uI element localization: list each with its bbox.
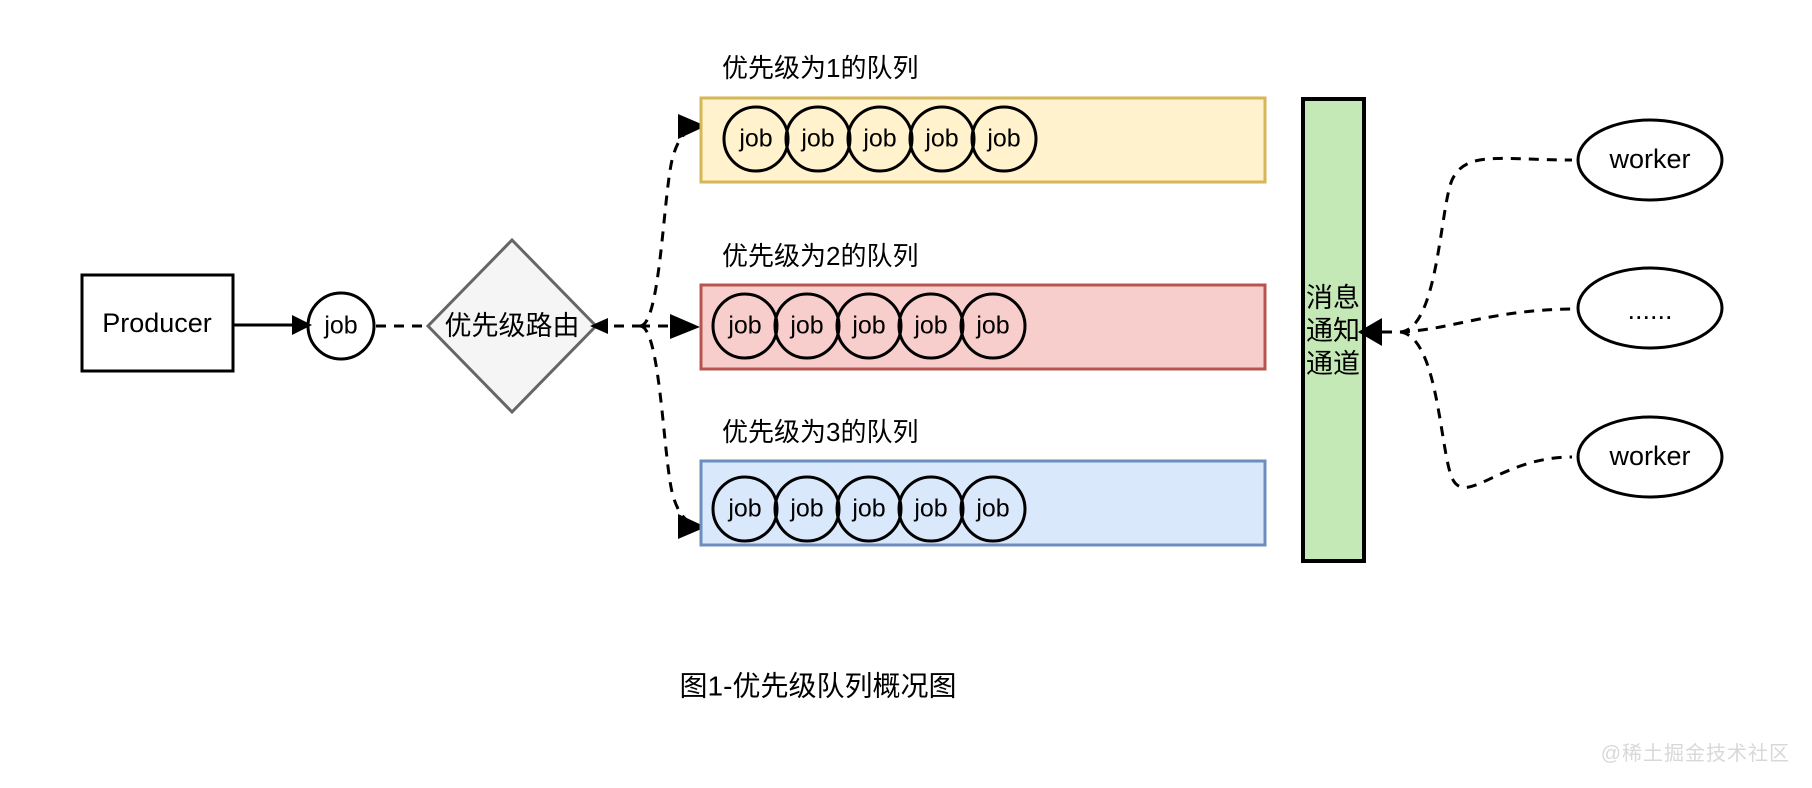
edge-router-to-queue-3: [639, 324, 701, 528]
queue-2-job-circle[interactable]: [711, 292, 779, 360]
router-fanout-arrowhead-back: [590, 318, 608, 334]
queue-3-job-circle[interactable]: [773, 475, 841, 543]
notification-channel-line-1: 消息: [1306, 283, 1360, 313]
queue-3-job-label: job: [851, 495, 885, 523]
queue-1-job-circle[interactable]: [908, 105, 976, 173]
edge-router-to-queue-1: [639, 124, 701, 328]
queue-2-job-label: job: [851, 312, 885, 340]
queue-3-jobs: job job job job job: [711, 475, 1027, 543]
queue-2-job-circle[interactable]: [897, 292, 965, 360]
queue-1-jobs: job job job job job: [722, 105, 1038, 173]
arrowhead-queue-1: [678, 114, 706, 139]
queue-1-job-label: job: [986, 125, 1020, 153]
figure-caption: 图1-优先级队列概况图: [680, 670, 957, 701]
notification-channel-line-2: 通知: [1306, 316, 1360, 346]
channel-inbound-arrowhead: [1358, 318, 1382, 346]
worker-fanin-edges: [1358, 156, 1573, 489]
queue-2-caption: 优先级为2的队列: [722, 241, 918, 271]
queue-2-job-label: job: [913, 312, 947, 340]
queue-2-jobs: job job job job job: [711, 292, 1027, 360]
queue-2-job-label: job: [789, 312, 823, 340]
arrowhead-queue-2: [670, 314, 700, 339]
queue-3-job-circle[interactable]: [897, 475, 965, 543]
queue-3-job-label: job: [975, 495, 1009, 523]
job-token-node[interactable]: job: [306, 291, 376, 361]
watermark: @稀土掘金技术社区: [1600, 743, 1790, 765]
queue-2-job-circle[interactable]: [773, 292, 841, 360]
producer-job-arrowhead: [292, 315, 312, 335]
queue-2-job-label: job: [727, 312, 761, 340]
queue-3-caption: 优先级为3的队列: [722, 417, 918, 447]
queue-1-box[interactable]: [699, 96, 1267, 184]
queue-1-job-label: job: [924, 125, 958, 153]
queue-group-2[interactable]: 优先级为2的队列 job job job job job: [699, 241, 1267, 371]
worker-1-label: worker: [1608, 144, 1690, 174]
edge-worker-2-to-channel: [1399, 307, 1573, 334]
router-diamond[interactable]: [425, 237, 599, 415]
notification-channel-node[interactable]: 消息 通知 通道: [1301, 97, 1366, 563]
queue-group-3[interactable]: 优先级为3的队列 job job job job job: [699, 417, 1267, 547]
producer-box[interactable]: [80, 273, 235, 373]
queue-1-caption: 优先级为1的队列: [722, 53, 918, 83]
worker-node-2[interactable]: ......: [1576, 266, 1724, 350]
queue-3-box[interactable]: [699, 459, 1267, 547]
queue-2-job-circle[interactable]: [959, 292, 1027, 360]
job-token-label: job: [323, 312, 357, 340]
queue-3-job-circle[interactable]: [835, 475, 903, 543]
edge-producer-to-job: [233, 315, 312, 335]
worker-3-ellipse[interactable]: [1576, 415, 1724, 499]
queue-1-job-label: job: [738, 125, 772, 153]
queue-2-job-label: job: [975, 312, 1009, 340]
worker-3-label: worker: [1608, 441, 1690, 471]
priority-router-node[interactable]: 优先级路由: [425, 237, 599, 415]
edge-worker-3-to-channel: [1399, 330, 1573, 489]
queue-1-job-circle[interactable]: [722, 105, 790, 173]
notification-channel-bar[interactable]: [1301, 97, 1366, 563]
queue-2-job-circle[interactable]: [835, 292, 903, 360]
worker-1-ellipse[interactable]: [1576, 118, 1724, 202]
notification-channel-line-3: 通道: [1306, 349, 1360, 379]
queue-3-job-label: job: [727, 495, 761, 523]
job-token-circle[interactable]: [306, 291, 376, 361]
worker-2-ellipse[interactable]: [1576, 266, 1724, 350]
arrowhead-queue-3: [678, 514, 706, 539]
queue-1-job-circle[interactable]: [970, 105, 1038, 173]
queue-1-job-circle[interactable]: [846, 105, 914, 173]
worker-2-label: ......: [1627, 295, 1672, 325]
queue-1-job-circle[interactable]: [784, 105, 852, 173]
router-label: 优先级路由: [445, 311, 580, 341]
queue-3-job-label: job: [789, 495, 823, 523]
worker-node-1[interactable]: worker: [1576, 118, 1724, 202]
queue-1-job-label: job: [862, 125, 896, 153]
queue-group-1[interactable]: 优先级为1的队列 job job job job job: [699, 53, 1267, 184]
producer-node[interactable]: Producer: [80, 273, 235, 373]
router-fanout-edges: [590, 114, 706, 539]
queue-3-job-circle[interactable]: [959, 475, 1027, 543]
queue-3-job-label: job: [913, 495, 947, 523]
edge-worker-1-to-channel: [1399, 156, 1573, 334]
worker-node-3[interactable]: worker: [1576, 415, 1724, 499]
queue-1-job-label: job: [800, 125, 834, 153]
queue-3-job-circle[interactable]: [711, 475, 779, 543]
producer-label: Producer: [102, 308, 212, 338]
